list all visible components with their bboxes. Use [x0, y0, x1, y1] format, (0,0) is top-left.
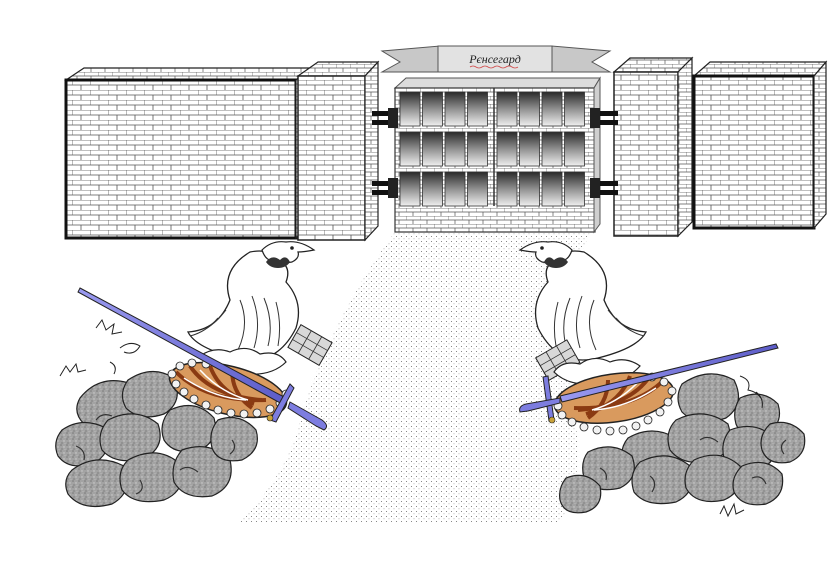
gate-panel: [496, 171, 518, 207]
gate-panel: [541, 171, 563, 207]
gate-panel: [399, 91, 421, 127]
gate-panel: [496, 131, 518, 167]
left-outer-wall: [64, 66, 312, 240]
gate-panel: [399, 171, 421, 207]
left-rock-pile: [55, 370, 258, 507]
gate-panel: [541, 131, 563, 167]
gate-panel: [564, 131, 585, 167]
gate-panel: [422, 91, 443, 127]
right-rock-pile: [559, 373, 806, 514]
gate-panel: [444, 171, 466, 207]
city-gate: [393, 76, 601, 234]
left-shield: [167, 358, 291, 419]
gate-banner: Рєнсегард: [380, 45, 612, 73]
left-sword: [77, 287, 328, 431]
gate-panel: [444, 131, 466, 167]
gate-panel: [519, 131, 540, 167]
gate-panel: [564, 171, 585, 207]
right-tower: [612, 56, 694, 238]
right-outer-wall: [692, 60, 828, 230]
left-tower: [296, 60, 380, 242]
gate-panel: [519, 91, 540, 127]
gate-panel: [399, 131, 421, 167]
gate-panel: [444, 91, 466, 127]
gate-panel: [467, 91, 488, 127]
right-shield: [553, 372, 677, 436]
banner-label: Рєнсегард: [468, 52, 521, 66]
gate-panel: [467, 171, 488, 207]
gate-panel: [564, 91, 585, 127]
gate-panel: [422, 171, 443, 207]
right-sword: [519, 343, 779, 424]
gate-hinges: [372, 108, 618, 198]
gate-panel: [422, 131, 443, 167]
gate-panels: [399, 91, 585, 207]
gate-panel: [467, 131, 488, 167]
gate-panel: [519, 171, 540, 207]
dotted-road: [240, 232, 590, 522]
gate-panel: [541, 91, 563, 127]
right-bird-knight: [518, 241, 763, 518]
gate-panel: [496, 91, 518, 127]
